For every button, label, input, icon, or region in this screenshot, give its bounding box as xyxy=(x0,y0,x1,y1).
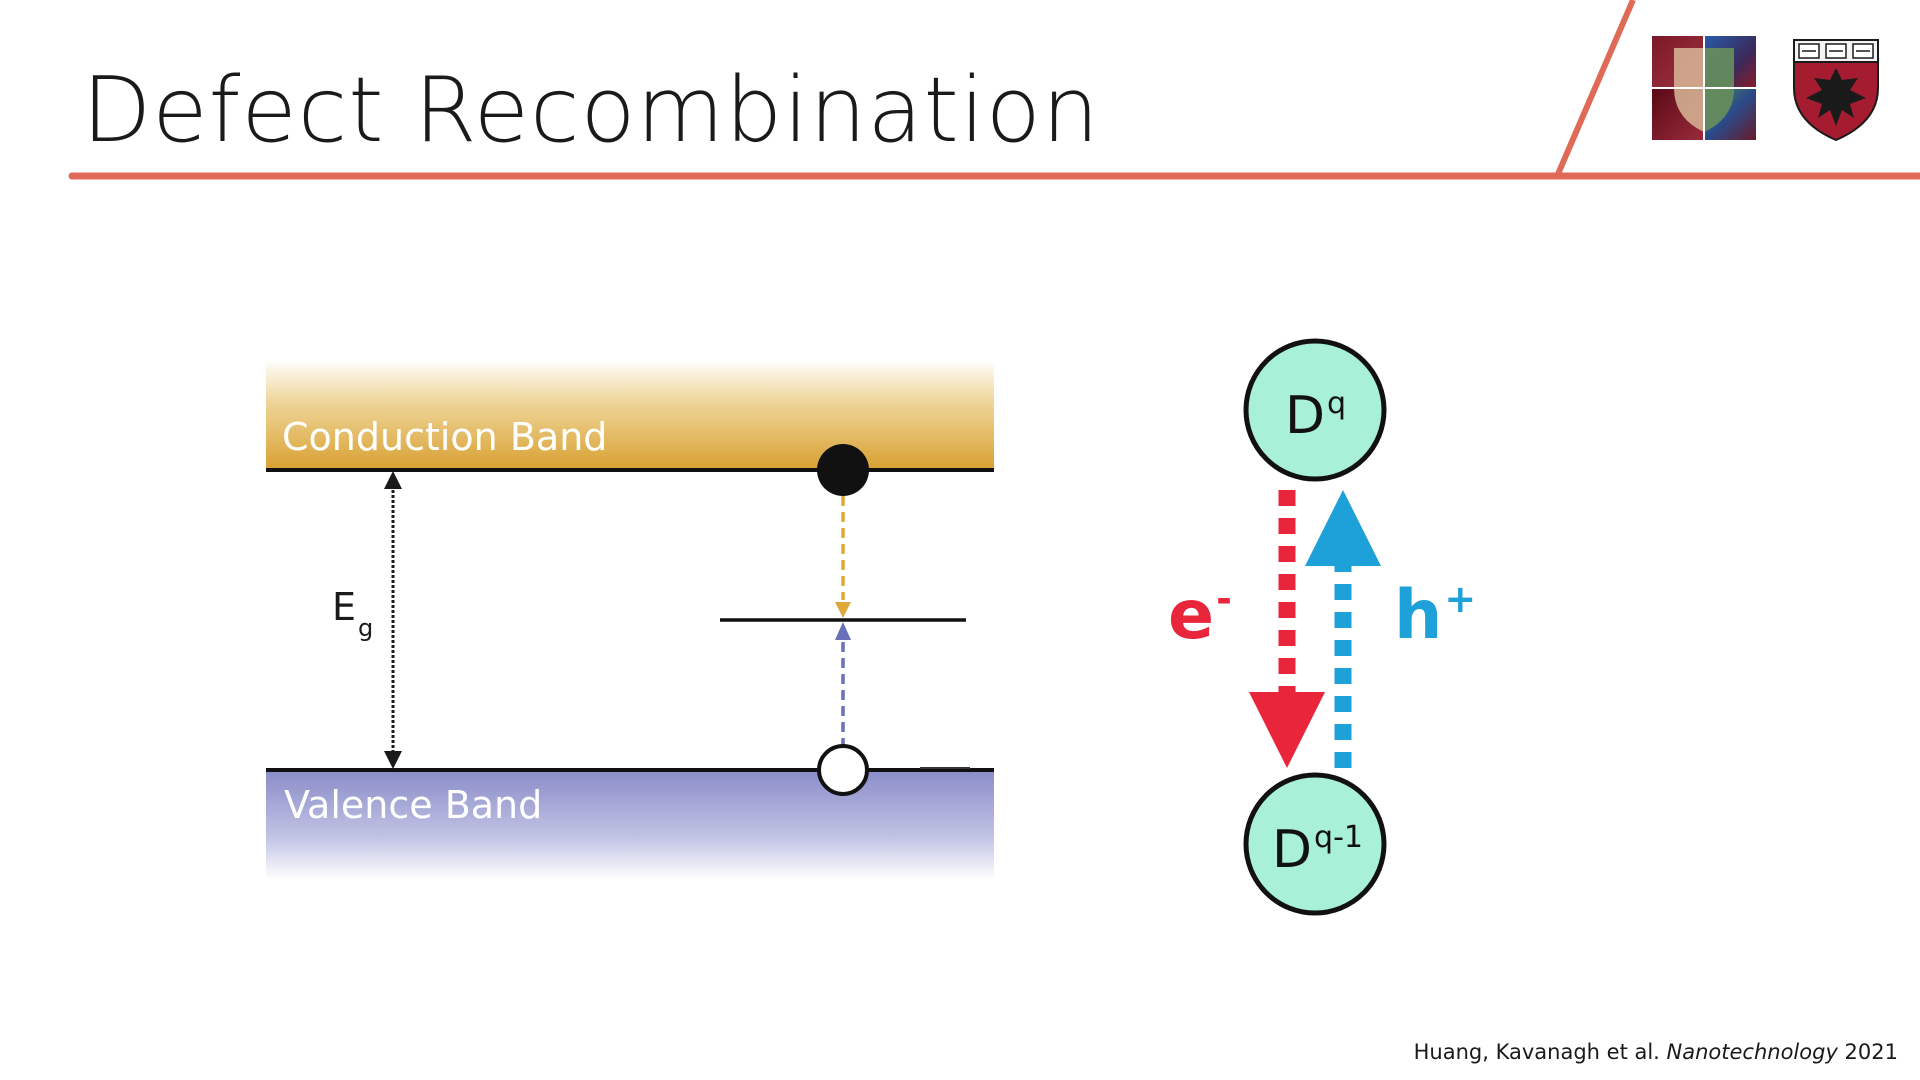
defect-charge-transition-diagram: Dq Dq-1 e- h+ xyxy=(1168,338,1476,916)
hole-dot xyxy=(817,744,869,796)
hole-transition-arrowhead xyxy=(1305,490,1381,566)
hole-capture-arrowhead xyxy=(835,622,851,640)
institution-logo-mosaic xyxy=(1652,36,1756,140)
defect-state-upper-label: Dq xyxy=(1285,386,1346,446)
defect-state-lower xyxy=(1243,772,1387,916)
valence-band xyxy=(266,770,994,880)
hole-label: h+ xyxy=(1394,576,1476,655)
electron-dot xyxy=(817,444,869,496)
conduction-band xyxy=(266,360,994,470)
citation: Huang, Kavanagh et al. Nanotechnology 20… xyxy=(1414,1040,1898,1064)
institution-shield-logo xyxy=(1793,39,1879,142)
defect-state-upper xyxy=(1243,338,1387,482)
header-accent-lines xyxy=(68,0,1920,180)
electron-transition-arrowhead xyxy=(1249,692,1325,768)
header-diagonal-line xyxy=(1555,0,1636,176)
electron-capture-arrowhead xyxy=(835,602,851,618)
citation-journal: Nanotechnology xyxy=(1666,1040,1838,1064)
band-diagram: Conduction Band Valence Band Eg xyxy=(266,360,994,880)
citation-authors: Huang, Kavanagh et al. xyxy=(1413,1040,1667,1064)
conduction-band-label: Conduction Band xyxy=(282,415,607,459)
valence-band-label: Valence Band xyxy=(284,783,542,827)
slide-title: Defect Recombination xyxy=(82,58,1100,163)
defect-state-lower-label: Dq-1 xyxy=(1272,820,1363,880)
electron-label: e- xyxy=(1168,576,1232,655)
citation-year: 2021 xyxy=(1837,1040,1898,1064)
band-gap-label: Eg xyxy=(332,585,373,642)
